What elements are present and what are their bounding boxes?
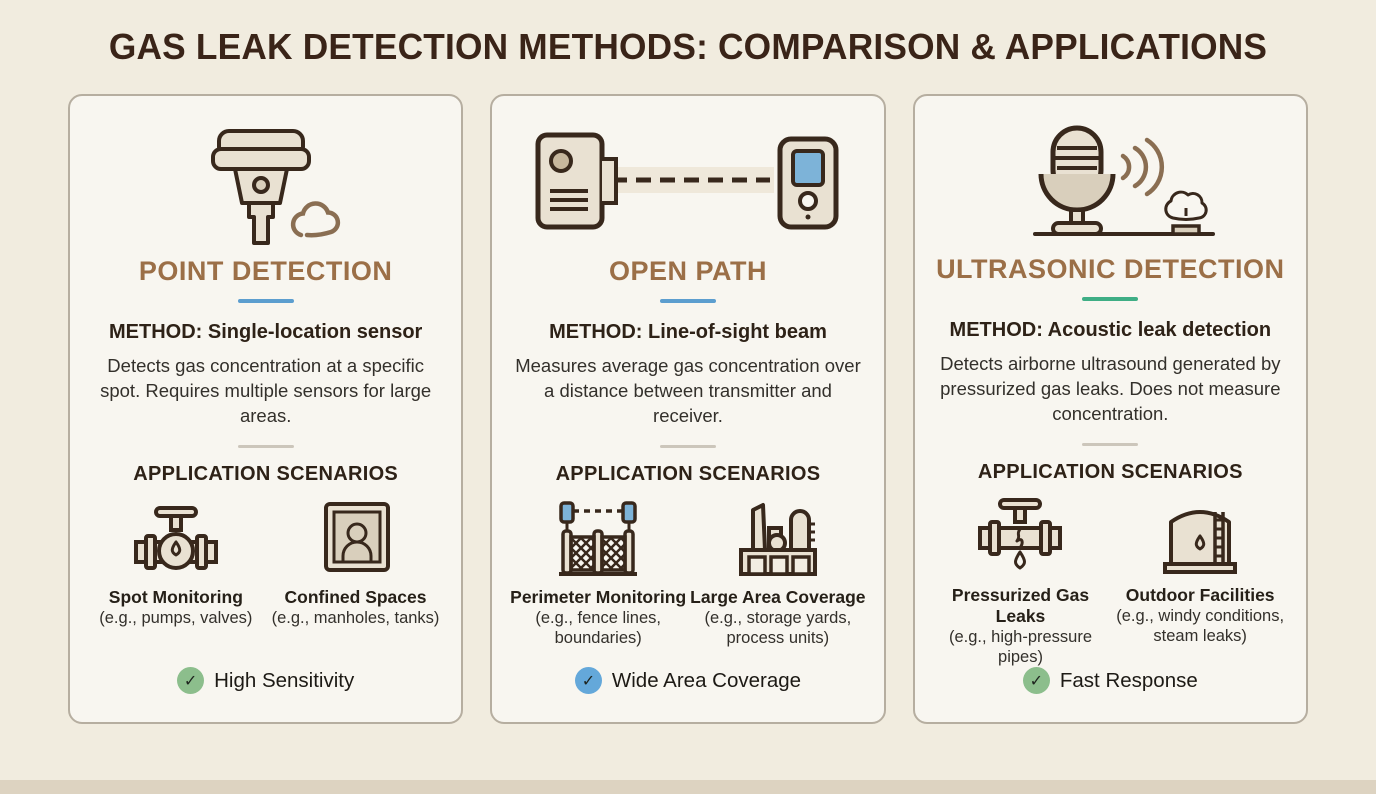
method-line: METHOD: Line-of-sight beam: [549, 321, 827, 343]
scenario-pressurized-gas-leaks: Pressurized Gas Leaks (e.g., high-pressu…: [931, 496, 1111, 667]
accent-divider: [659, 299, 716, 303]
factory-icon: [733, 498, 823, 578]
scenario-caption: (e.g., fence lines, boundaries): [535, 608, 661, 648]
method-description: Detects airborne ultrasound generated by…: [940, 352, 1281, 424]
card-ultrasonic-detection: ULTRASONIC DETECTION METHOD: Acoustic le…: [912, 94, 1308, 724]
storage-tank-icon: [1157, 496, 1243, 576]
bottom-strip: [0, 780, 1376, 794]
scenario-caption: (e.g., storage yards, process units): [704, 608, 852, 648]
fence-perimeter-icon: [551, 498, 645, 578]
check-icon: ✓: [1022, 667, 1050, 694]
scenario-title: Large Area Coverage: [690, 586, 866, 607]
feature-badge: ✓ Fast Response: [1022, 667, 1198, 694]
transmitter-receiver-beam-icon: [528, 120, 848, 246]
scenario-confined-spaces: Confined Spaces (e.g., manholes, tanks): [266, 498, 446, 628]
scenario-spot-monitoring: Spot Monitoring (e.g., pumps, valves): [86, 498, 266, 628]
scenario-title: Confined Spaces: [284, 586, 427, 607]
scenario-title: Perimeter Monitoring: [510, 586, 687, 607]
scenarios-heading: APPLICATION SCENARIOS: [555, 462, 821, 485]
point-detector-icon: [181, 120, 351, 246]
method-description: Detects gas concentration at a specific …: [100, 355, 432, 426]
scenarios-row: Perimeter Monitoring (e.g., fence lines,…: [508, 498, 867, 648]
scenarios-heading: APPLICATION SCENARIOS: [133, 462, 399, 485]
scenario-outdoor-facilities: Outdoor Facilities (e.g., windy conditio…: [1110, 496, 1290, 667]
scenario-large-area-coverage: Large Area Coverage (e.g., storage yards…: [688, 498, 868, 648]
scenario-caption: (e.g., pumps, valves): [99, 608, 253, 627]
check-icon: ✓: [574, 667, 602, 694]
valve-icon: [130, 498, 222, 578]
scenarios-row: Spot Monitoring (e.g., pumps, valves) Co…: [86, 498, 445, 628]
microphone-ultrasound-icon: [995, 120, 1225, 244]
badge-label: High Sensitivity: [214, 668, 355, 692]
badge-label: Fast Response: [1059, 668, 1198, 692]
accent-divider: [237, 299, 294, 303]
section-divider: [1082, 442, 1139, 446]
card-title: ULTRASONIC DETECTION: [936, 253, 1285, 284]
card-title: OPEN PATH: [608, 256, 767, 286]
scenario-caption: (e.g., high-pressure pipes): [948, 627, 1093, 666]
scenario-caption: (e.g., manholes, tanks): [271, 608, 440, 627]
badge-label: Wide Area Coverage: [611, 668, 802, 692]
scenario-perimeter-monitoring: Perimeter Monitoring (e.g., fence lines,…: [508, 498, 688, 648]
scenarios-heading: APPLICATION SCENARIOS: [977, 460, 1243, 483]
page-title: GAS LEAK DETECTION METHODS: COMPARISON &…: [108, 26, 1268, 67]
confined-space-icon: [316, 498, 396, 578]
scenarios-row: Pressurized Gas Leaks (e.g., high-pressu…: [931, 496, 1290, 667]
scenario-title: Spot Monitoring: [108, 586, 243, 607]
accent-divider: [1082, 296, 1139, 301]
feature-badge: ✓ High Sensitivity: [177, 667, 354, 694]
method-line: METHOD: Single-location sensor: [108, 321, 423, 343]
card-open-path: OPEN PATH METHOD: Line-of-sight beam Mea…: [490, 94, 886, 724]
section-divider: [237, 444, 294, 448]
feature-badge: ✓ Wide Area Coverage: [574, 667, 802, 694]
scenario-title: Outdoor Facilities: [1125, 584, 1275, 605]
scenario-caption: (e.g., windy conditions, steam leaks): [1116, 606, 1285, 645]
scenario-title: Pressurized Gas Leaks: [951, 584, 1090, 626]
leaking-valve-icon: [974, 496, 1066, 576]
card-title: POINT DETECTION: [138, 256, 393, 286]
section-divider: [659, 444, 716, 448]
card-point-detection: POINT DETECTION METHOD: Single-location …: [68, 94, 464, 724]
cards-row: POINT DETECTION METHOD: Single-location …: [0, 94, 1376, 724]
check-icon: ✓: [177, 667, 205, 694]
method-description: Measures average gas concentration over …: [515, 355, 861, 426]
method-line: METHOD: Acoustic leak detection: [949, 318, 1272, 341]
